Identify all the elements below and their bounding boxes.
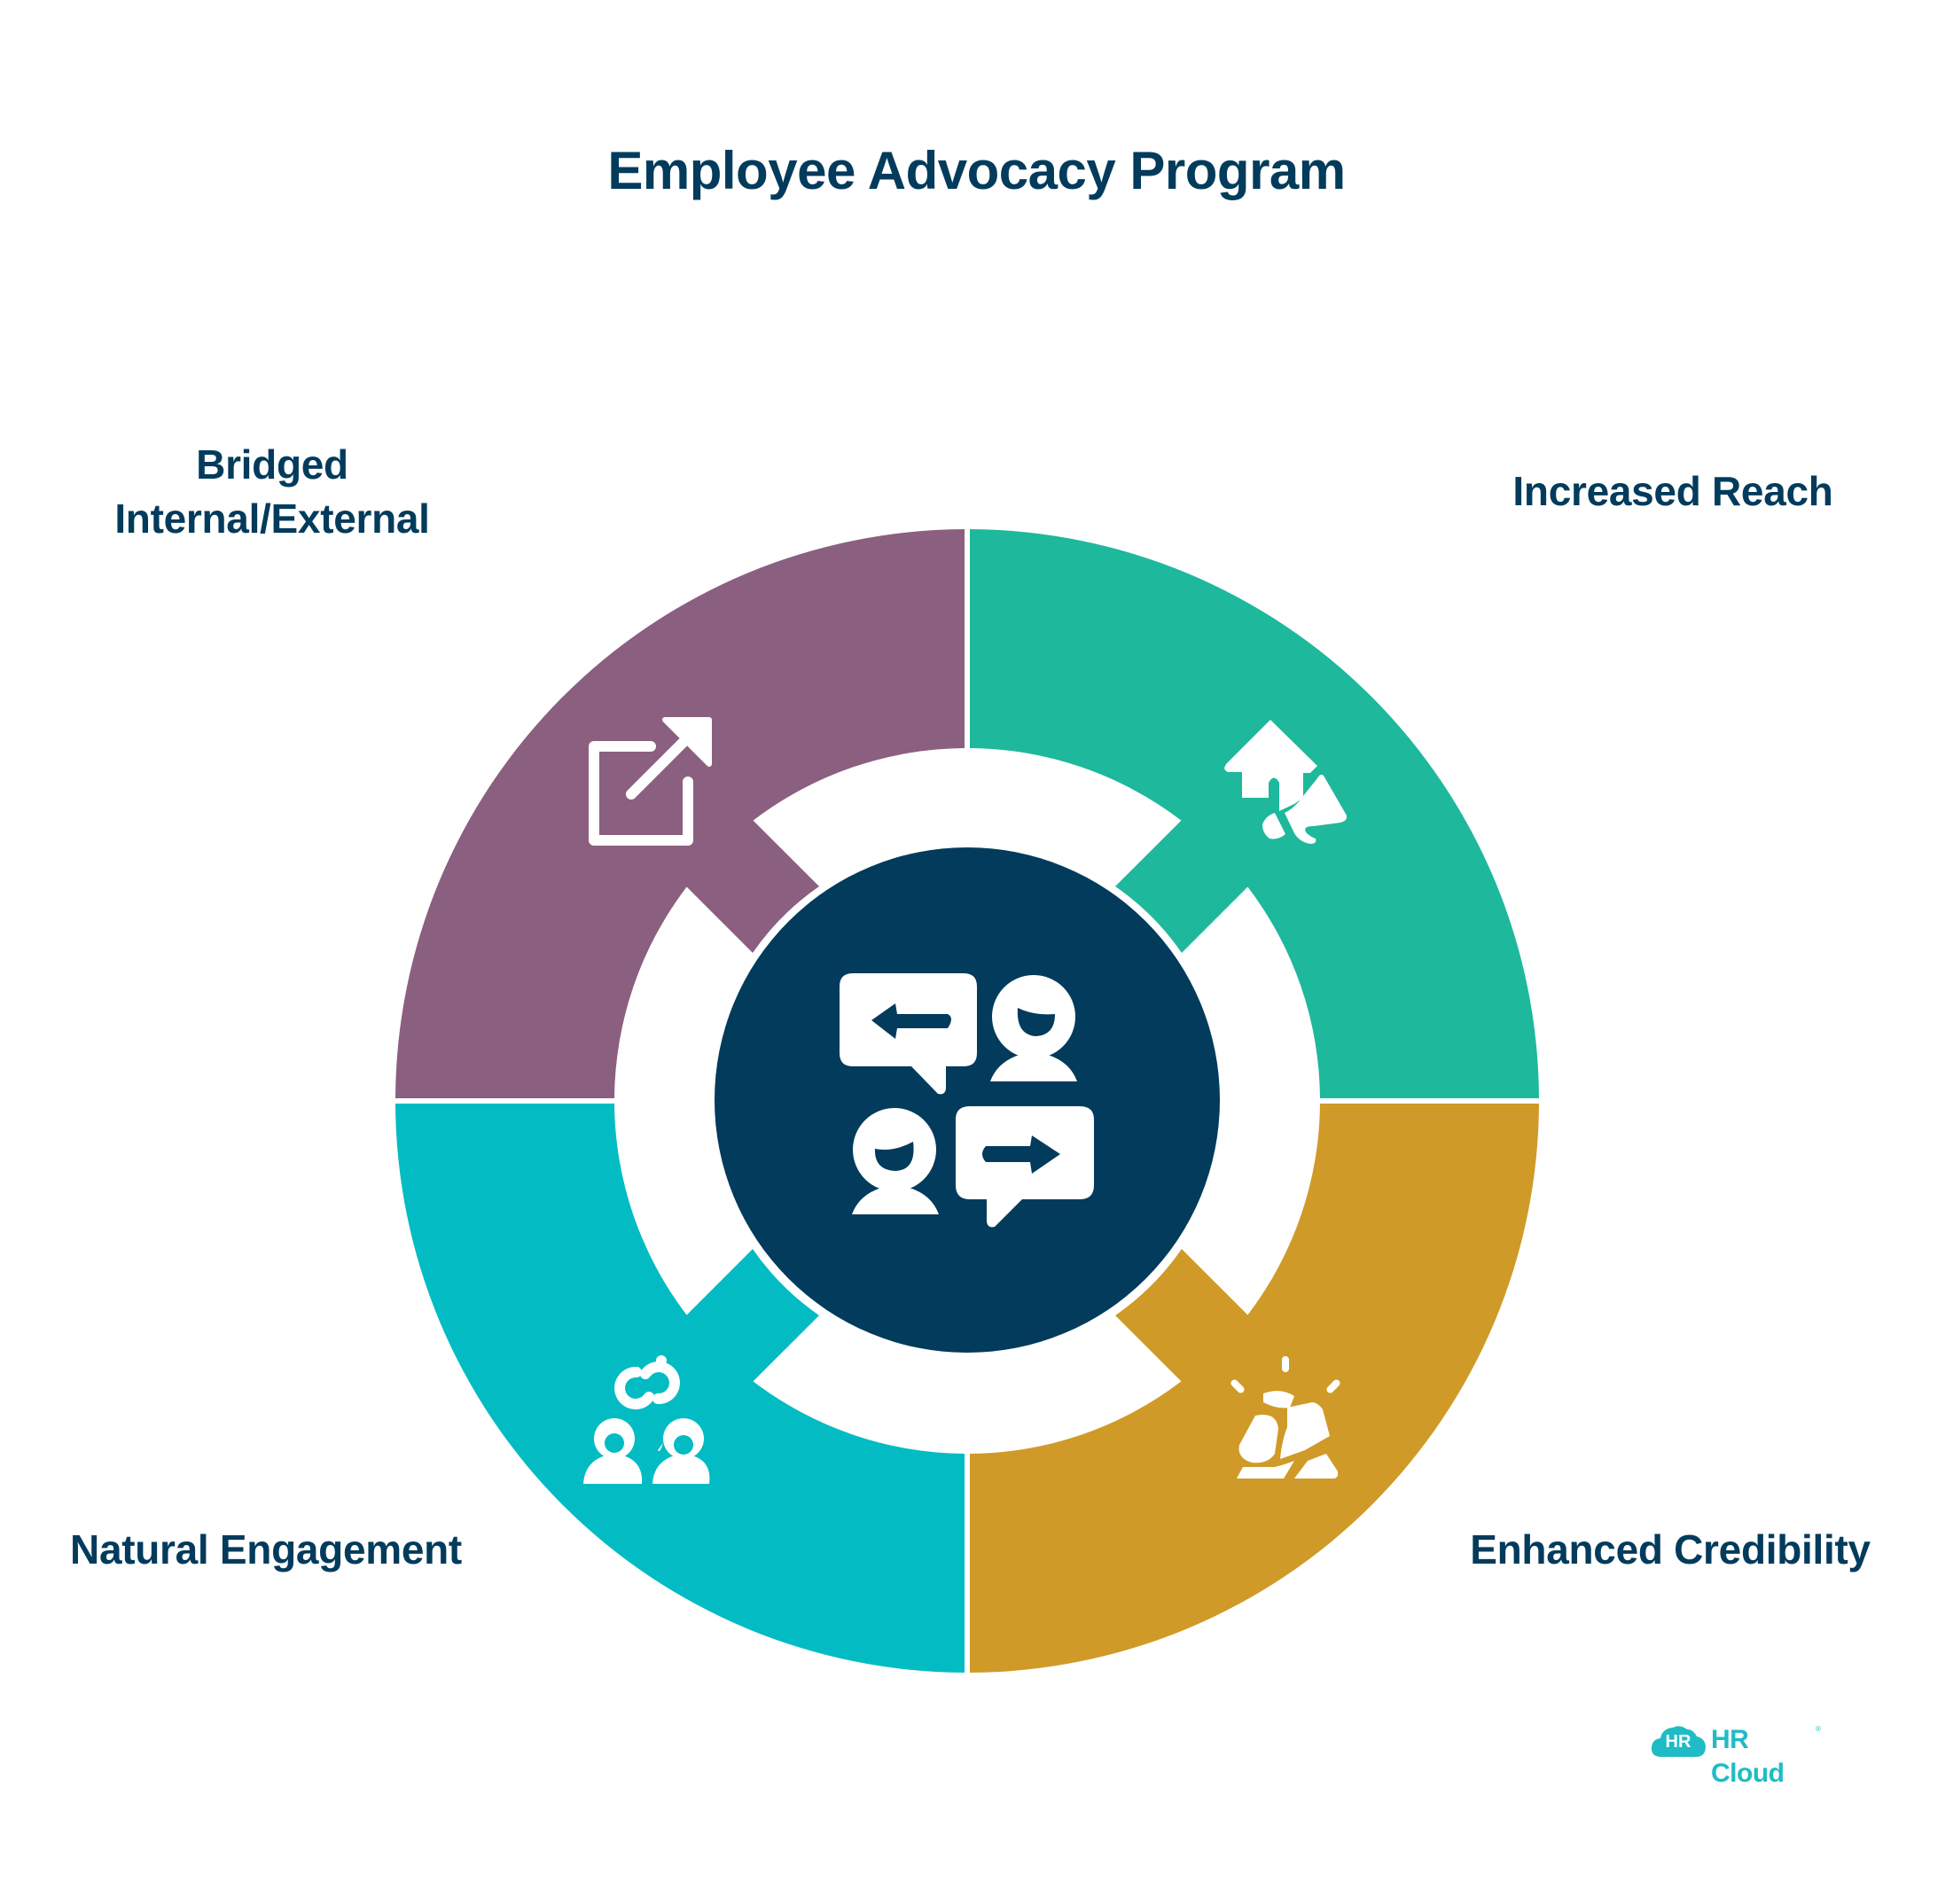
label-credibility-text: Enhanced Credibility (1470, 1526, 1871, 1572)
label-credibility: Enhanced Credibility (1449, 1523, 1892, 1577)
hr-cloud-logo: HR HR Cloud ® (1649, 1723, 1826, 1788)
center-hub (715, 847, 1220, 1353)
conversation-exchange-icon (840, 973, 1094, 1228)
logo-badge-text: HR (1665, 1732, 1691, 1752)
people-exchange-icon (583, 1355, 710, 1484)
label-bridged: Bridged Internal/External (95, 438, 449, 546)
segment-reach (970, 529, 1539, 1098)
label-reach: Increased Reach (1496, 464, 1850, 519)
external-link-icon (589, 717, 712, 846)
fist-bump-icon (1230, 1356, 1340, 1479)
label-reach-text: Increased Reach (1512, 468, 1833, 514)
house-megaphone-icon (1224, 720, 1348, 844)
label-engagement: Natural Engagement (44, 1523, 488, 1577)
logo-text: HR Cloud (1711, 1725, 1785, 1788)
label-engagement-text: Natural Engagement (70, 1526, 462, 1572)
segment-engagement (395, 1104, 965, 1673)
label-bridged-line2: Internal/External (114, 496, 430, 542)
segment-bridged (395, 529, 965, 1098)
logo-registered-mark: ® (1816, 1725, 1821, 1733)
label-bridged-line1: Bridged (196, 441, 348, 488)
segment-credibility (970, 1104, 1539, 1673)
page-title: Employee Advocacy Program (607, 141, 1346, 200)
cloud-icon (1651, 1726, 1706, 1757)
